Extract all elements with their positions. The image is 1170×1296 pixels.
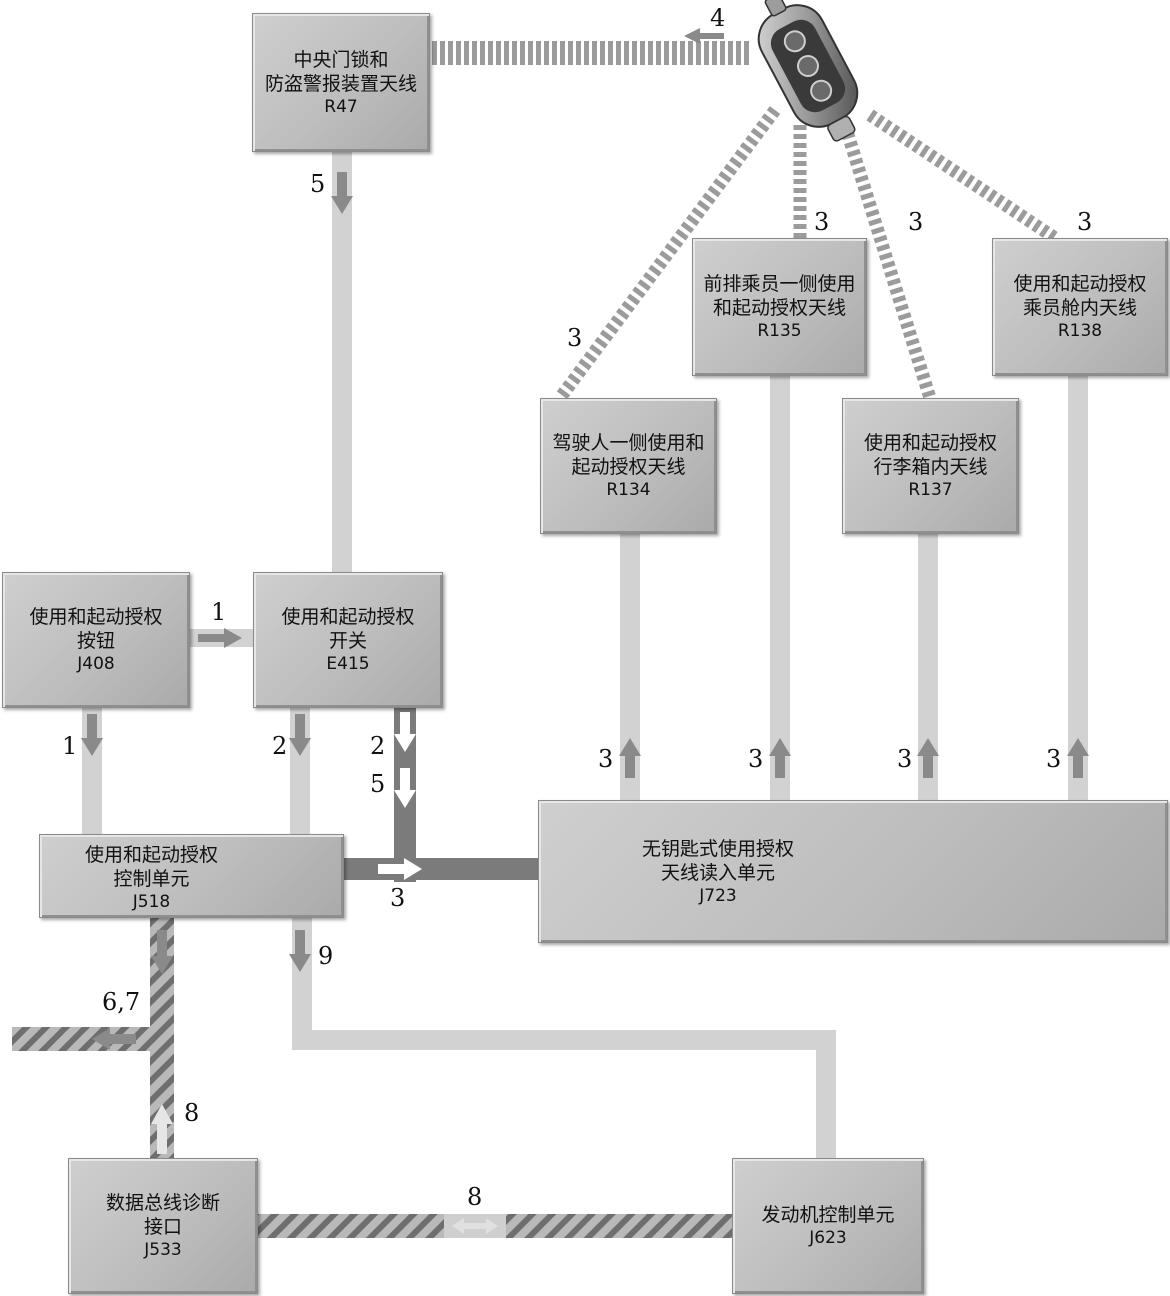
step-label-j723-r134: 3 [598,745,614,773]
component-r135: 前排乘员一侧使用 和起动授权天线 R135 [692,238,867,376]
step-label-key-r138: 3 [1077,208,1093,236]
component-r134-line1: 驾驶人一侧使用和 [552,432,705,454]
component-e415-line1: 使用和起动授权 [281,606,415,628]
step-label-j723-r135: 3 [748,745,764,773]
arrow-j408-down [81,714,103,756]
component-r135-line2: 和起动授权天线 [712,297,846,319]
arrow-j533-j623-double [452,1218,498,1234]
step-label-j723-r137: 3 [897,745,913,773]
car-key-fob-icon [757,0,859,142]
step-label-key-r135: 3 [814,208,830,236]
step-label-r47-down: 5 [310,170,326,198]
arrow-bus-left [92,1028,136,1050]
arrow-e415-5 [394,768,416,808]
arrow-j723-r134 [619,738,641,778]
step-label-j518-to-j723: 3 [390,884,406,912]
arrow-j723-r137 [917,738,939,778]
arrow-j723-r135 [769,738,791,778]
step-label-j723-r138: 3 [1046,745,1062,773]
component-r47-line2: 防盗警报装置天线 [264,72,417,95]
step-label-e415-right-5: 5 [370,770,386,798]
path-r47-e415 [332,152,352,572]
component-r138-line1: 使用和起动授权 [1013,273,1147,295]
wireless-link-r138 [866,109,1059,244]
component-r47-line1: 中央门锁和 [293,48,389,71]
step-label-e415-down: 2 [272,732,288,760]
component-j408-code: J408 [77,654,115,674]
arrow-j408-to-e415 [198,628,242,648]
arrow-j518-down-9 [289,930,311,972]
component-e415-code: E415 [326,654,370,674]
step-label-key-to-r47: 4 [710,4,726,32]
arrow-e415-2 [394,712,416,752]
component-j723: 无钥匙式使用授权 天线读入单元 J723 [538,800,1168,943]
component-r138: 使用和起动授权 乘员舱内天线 R138 [992,238,1168,376]
component-r138-line2: 乘员舱内天线 [1022,297,1137,319]
component-j723-code: J723 [699,885,737,906]
arrow-r47-down [331,172,353,214]
step-label-j518-down: 9 [318,942,334,970]
component-j533: 数据总线诊断 接口 J533 [68,1158,258,1294]
wireless-link-r137 [838,123,937,400]
arrow-j518-to-j723 [378,858,422,880]
arrow-j723-r138 [1067,738,1089,778]
arrow-key-to-r47 [684,28,724,44]
step-label-bus-j533: 8 [184,1099,200,1127]
component-e415-line2: 开关 [328,630,367,652]
component-j518-line2: 控制单元 [113,868,190,890]
component-j533-line2: 接口 [143,1216,182,1238]
component-r137-line1: 使用和起动授权 [863,432,997,454]
step-label-key-r137: 3 [908,208,924,236]
component-r47-code: R47 [324,96,358,117]
component-j408-line2: 按钮 [76,630,115,652]
component-r138-code: R138 [1057,321,1103,341]
path-j723-r134 [620,534,640,800]
step-label-j533-j623: 8 [467,1183,483,1211]
wireless-link-r47 [430,41,750,65]
step-label-key-r134: 3 [567,324,583,352]
path-j518-j723 [344,858,538,880]
path-j723-r137 [918,534,938,800]
component-j533-line1: 数据总线诊断 [105,1192,220,1214]
component-j723-line1: 无钥匙式使用授权 [641,837,794,860]
component-r137: 使用和起动授权 行李箱内天线 R137 [842,398,1019,534]
component-r135-line1: 前排乘员一侧使用 [703,273,856,295]
arrows [81,28,1089,1234]
signal-paths [82,152,1088,1158]
component-j623: 发动机控制单元 J623 [732,1158,924,1294]
component-r137-code: R137 [908,480,953,500]
component-j518: 使用和起动授权 控制单元 J518 [39,834,344,918]
component-j518-code: J518 [132,892,171,912]
component-j533-code: J533 [144,1240,182,1260]
component-j623-code: J623 [809,1228,847,1248]
path-j518-j623 [292,918,836,1158]
path-j723-r135 [770,376,790,800]
component-e415: 使用和起动授权 开关 E415 [253,572,443,708]
component-j408: 使用和起动授权 按钮 J408 [2,572,190,708]
path-j723-r138 [1068,376,1088,800]
component-r134-line2: 起动授权天线 [571,456,686,478]
step-label-j518-bus: 6,7 [102,988,141,1016]
component-j408-line1: 使用和起动授权 [29,606,163,628]
wireless-link-r134 [554,106,781,402]
component-j723-line2: 天线读入单元 [660,861,775,884]
component-j518-line1: 使用和起动授权 [84,844,218,866]
wireless-links [430,41,1059,402]
component-r134-code: R134 [606,480,651,500]
arrow-j518-bus-down [151,930,173,974]
step-label-j408-to-e415: 1 [211,598,227,626]
component-r137-line2: 行李箱内天线 [873,456,988,478]
component-r47: 中央门锁和 防盗警报装置天线 R47 [252,13,430,152]
arrow-e415-down [289,714,311,756]
component-r135-code: R135 [757,321,802,341]
arrow-bus-j533-up [151,1104,173,1154]
component-r134: 驾驶人一侧使用和 起动授权天线 R134 [540,398,717,534]
component-j623-line1: 发动机控制单元 [761,1204,895,1226]
step-label-j408-down: 1 [62,732,78,760]
step-label-e415-right-2: 2 [370,732,386,760]
